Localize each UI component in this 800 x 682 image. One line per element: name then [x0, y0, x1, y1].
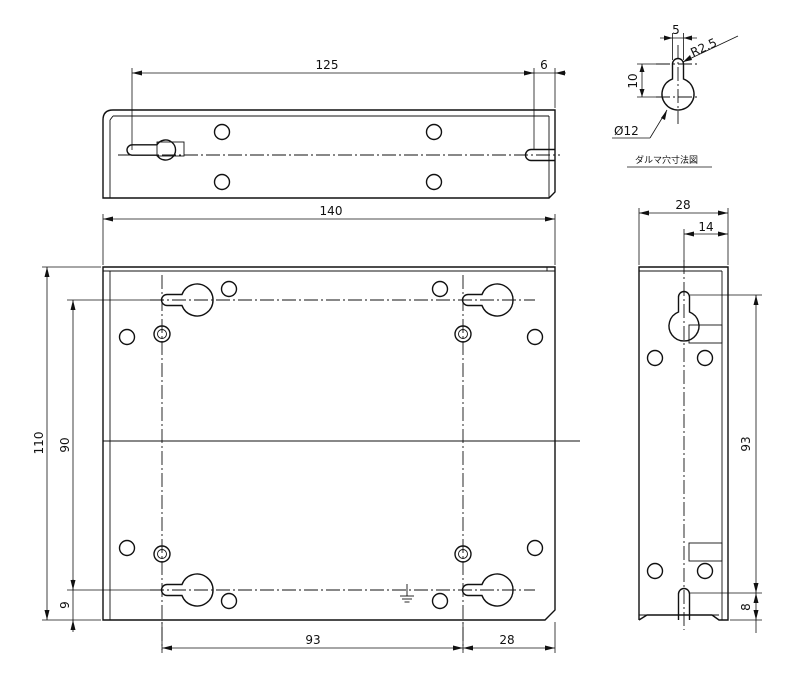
- side-tab: [688, 542, 723, 562]
- dim-front-right-offset: 28: [499, 633, 514, 647]
- stud-hole: [153, 325, 171, 343]
- dim-side-depth: 28: [675, 198, 690, 212]
- dim-top-end: 6: [540, 58, 548, 72]
- dim-front-bottom-offset: 9: [58, 601, 72, 609]
- mounting-hole: [646, 349, 664, 367]
- mounting-hole: [526, 539, 544, 557]
- keyhole-slot: [461, 573, 514, 607]
- stud-hole: [454, 545, 472, 563]
- keyhole-slot: [668, 290, 700, 342]
- keyhole-slot: [160, 283, 214, 317]
- dim-front-hole-pitch: 90: [58, 437, 72, 452]
- dim-side-hole-pitch: 93: [739, 436, 753, 451]
- mounting-hole: [213, 173, 231, 191]
- mounting-hole: [696, 562, 714, 580]
- notch-slot: [677, 587, 691, 620]
- mounting-hole: [646, 562, 664, 580]
- dim-front-hole-pitch-h: 93: [305, 633, 320, 647]
- mounting-hole: [526, 328, 544, 346]
- mounting-hole: [213, 123, 231, 141]
- dim-slot-width: 5: [672, 23, 680, 37]
- stud-hole: [153, 545, 171, 563]
- dim-slot-radius: R2.5: [688, 35, 719, 59]
- mounting-hole: [220, 280, 238, 298]
- side-view: 28 14 93 8: [638, 198, 762, 633]
- dim-side-half-depth: 14: [698, 220, 713, 234]
- top-view: 125 6: [102, 58, 566, 199]
- top-view-outline: [102, 109, 556, 199]
- dim-diameter: Ø12: [614, 124, 639, 138]
- mounting-hole: [425, 123, 443, 141]
- mounting-hole: [118, 539, 136, 557]
- stud-hole: [454, 325, 472, 343]
- dim-front-width: 140: [320, 204, 343, 218]
- dim-front-height: 110: [32, 432, 46, 455]
- mounting-hole: [696, 349, 714, 367]
- mounting-hole: [431, 280, 449, 298]
- keyhole-slot: [126, 139, 177, 161]
- dim-slot-length: 10: [626, 73, 640, 88]
- dim-side-bottom-offset: 8: [739, 603, 753, 611]
- mounting-hole: [220, 592, 238, 610]
- side-view-outline: [638, 266, 729, 621]
- front-view-outline: [102, 266, 556, 621]
- mounting-hole: [425, 173, 443, 191]
- mounting-hole: [431, 592, 449, 610]
- keyhole-slot: [461, 283, 514, 317]
- mounting-hole: [118, 328, 136, 346]
- side-tab: [688, 324, 723, 344]
- keyhole-detail-shape: [661, 57, 695, 111]
- keyhole-slot: [160, 573, 214, 607]
- keyhole-detail: 5 R2.5 10 Ø12 ダルマ穴寸法図: [612, 23, 739, 168]
- notch-slot: [524, 148, 555, 162]
- detail-caption: ダルマ穴寸法図: [635, 154, 698, 166]
- ground-symbol: [400, 584, 414, 603]
- front-view: 140 110 90 9 93 28: [32, 204, 580, 653]
- dim-top-length: 125: [316, 58, 339, 72]
